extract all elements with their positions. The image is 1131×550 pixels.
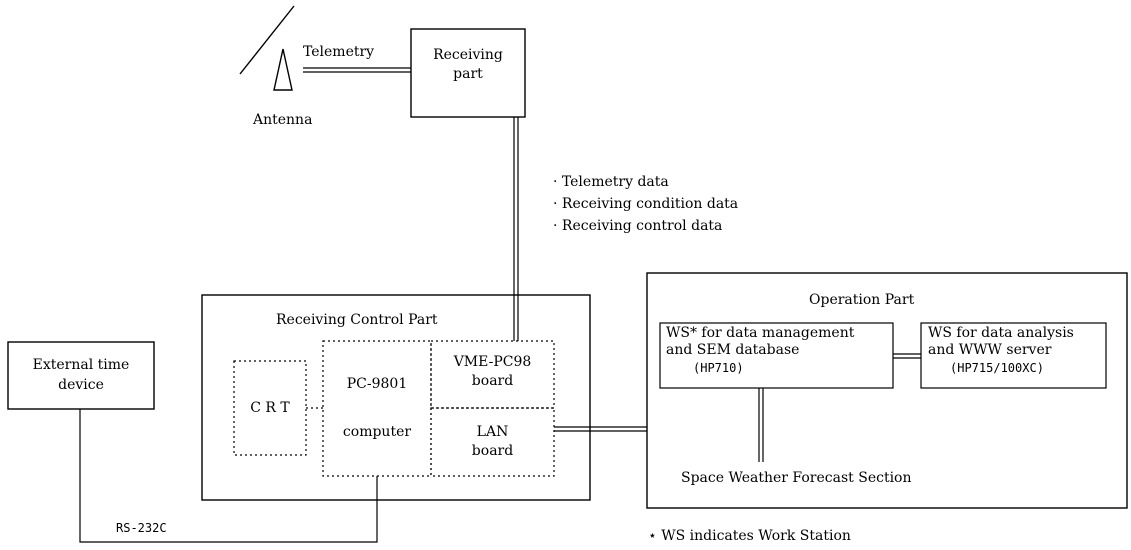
- rs232c-cable: [79, 409, 378, 543]
- ws-interconnect-link: [893, 353, 921, 359]
- data-item-receiving-condition: · Receiving condition data: [553, 196, 739, 212]
- antenna-label: Antenna: [253, 112, 313, 128]
- receiving-control-part-title: Receiving Control Part: [276, 312, 438, 328]
- ws-management-box: [659, 322, 894, 389]
- external-time-device-box: [7, 341, 155, 410]
- lan-board-box: [430, 407, 555, 477]
- lan-to-operation-link: [554, 426, 647, 432]
- operation-part-title: Operation Part: [809, 292, 915, 308]
- receiving-part-label-1: Receiving: [433, 47, 503, 63]
- telemetry-label: Telemetry: [303, 44, 375, 60]
- ws-to-forecast-link: [758, 388, 764, 462]
- receiving-part-label-2: part: [453, 66, 483, 82]
- receiving-control-part-box: [201, 294, 591, 501]
- crt-label: C R T: [250, 400, 290, 416]
- lan-board-label-2: board: [471, 443, 514, 459]
- pc9801-label: PC-9801: [346, 376, 408, 392]
- data-item-receiving-control: · Receiving control data: [553, 218, 723, 234]
- pc9801-box: [322, 340, 432, 477]
- ws-management-label-2: and SEM database: [666, 342, 800, 358]
- receiving-part-box: [410, 28, 526, 118]
- data-item-telemetry: · Telemetry data: [553, 174, 669, 190]
- ws-analysis-box: [920, 322, 1107, 389]
- ws-analysis-label-1: WS for data analysis: [928, 325, 1074, 341]
- rs232c-label: RS-232C: [116, 521, 167, 535]
- forecast-section-label: Space Weather Forecast Section: [681, 470, 912, 486]
- external-time-device-label-1: External time: [32, 357, 130, 373]
- lan-board-label-1: LAN: [476, 424, 509, 440]
- footnote: ⋆ WS indicates Work Station: [648, 528, 851, 544]
- ws-analysis-model: (HP715/100XC): [950, 361, 1044, 375]
- ws-management-model: (HP710): [693, 361, 744, 375]
- computer-label: computer: [342, 424, 412, 440]
- ws-analysis-label-2: and WWW server: [928, 342, 1052, 358]
- telemetry-link: [303, 67, 411, 73]
- operation-part-box: [646, 272, 1128, 509]
- antenna-icon: [239, 5, 295, 91]
- receiving-to-vme-link: [513, 117, 519, 341]
- external-time-device-label-2: device: [58, 377, 104, 393]
- ws-management-label-1: WS* for data management: [666, 325, 855, 341]
- vme-board-label-1: VME-PC98: [453, 354, 532, 370]
- vme-board-label-2: board: [471, 373, 514, 389]
- crt-box: [233, 360, 307, 456]
